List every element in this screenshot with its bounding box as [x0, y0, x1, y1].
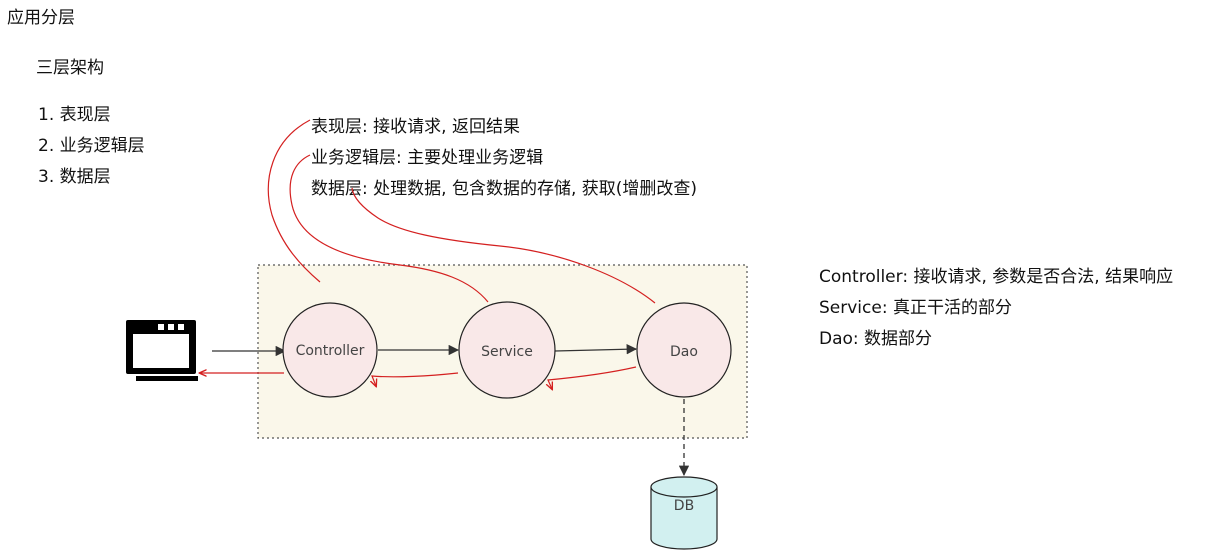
layer-list: 1. 表现层 2. 业务逻辑层 3. 数据层: [38, 100, 145, 193]
layer-descriptions: 表现层: 接收请求, 返回结果 业务逻辑层: 主要处理业务逻辑 数据层: 处理数…: [311, 112, 697, 205]
arrow-service-to-dao: [554, 344, 638, 355]
note-controller: Controller: 接收请求, 参数是否合法, 结果响应: [819, 267, 1174, 287]
controller-label: Controller: [296, 343, 365, 359]
browser-icon: [126, 320, 198, 381]
layer-item-business-logic: 2. 业务逻辑层: [38, 136, 145, 156]
controller-node: Controller: [282, 302, 378, 398]
description-data: 数据层: 处理数据, 包含数据的存储, 获取(增删改查): [311, 179, 698, 199]
service-node: Service: [458, 301, 556, 399]
dao-node: Dao: [636, 302, 732, 398]
dao-label: Dao: [670, 344, 698, 360]
layer-item-presentation: 1. 表现层: [38, 105, 111, 125]
annotation-line-data: [351, 187, 656, 304]
return-arrow-dao-to-service: [548, 366, 637, 389]
service-label: Service: [481, 344, 533, 360]
page-title: 应用分层: [7, 8, 75, 28]
description-presentation: 表现层: 接收请求, 返回结果: [311, 117, 520, 137]
db-cylinder: DB: [650, 476, 718, 550]
server-container: [257, 264, 748, 439]
note-service: Service: 真正干活的部分: [819, 298, 1012, 318]
note-dao: Dao: 数据部分: [819, 329, 933, 349]
section-title: 三层架构: [36, 58, 104, 78]
component-notes: Controller: 接收请求, 参数是否合法, 结果响应 Service: …: [819, 262, 1173, 355]
layer-item-data: 3. 数据层: [38, 167, 111, 187]
return-arrow-service-to-controller: [372, 372, 459, 386]
db-label: DB: [674, 498, 694, 514]
description-business-logic: 业务逻辑层: 主要处理业务逻辑: [311, 148, 544, 168]
